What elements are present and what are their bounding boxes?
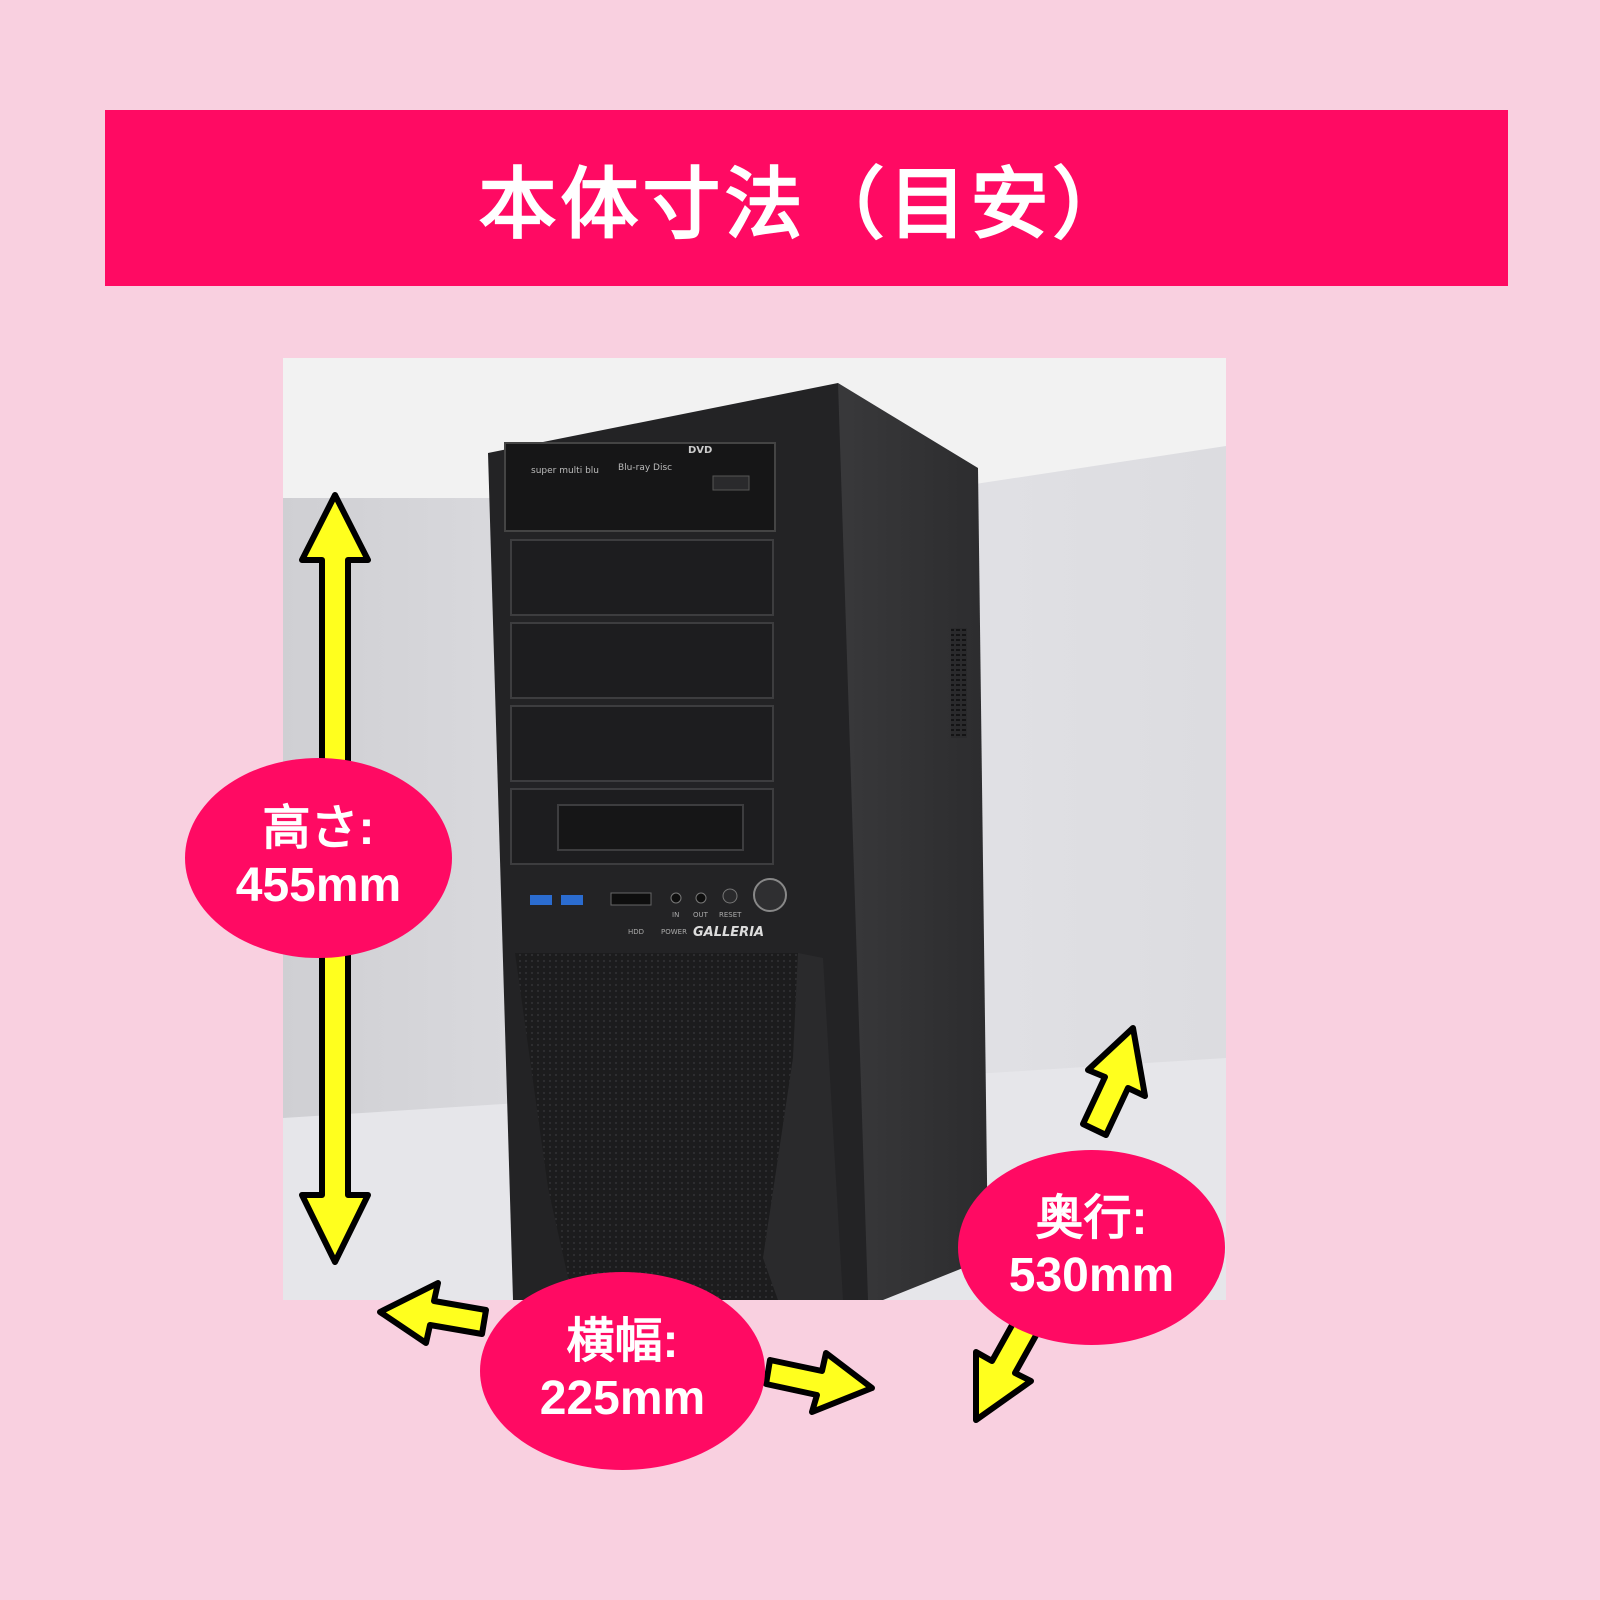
drive-label-multi: super multi blu: [531, 466, 599, 476]
product-photo: super multi blu Blu-ray Disc DVD IN OUT …: [283, 358, 1226, 1300]
drive-label-bluray: Blu-ray Disc: [618, 463, 672, 473]
width-dimension-bubble: 横幅: 225mm: [480, 1272, 765, 1470]
title-banner: 本体寸法（目安）: [105, 110, 1508, 286]
front-io-power: POWER: [661, 928, 687, 936]
banner-title: 本体寸法（目安）: [478, 160, 1135, 250]
width-value: 225mm: [539, 1372, 706, 1425]
pc-tower-illustration: super multi blu Blu-ray Disc DVD IN OUT …: [283, 358, 1226, 1300]
width-label: 横幅:: [566, 1315, 679, 1369]
front-io-reset: RESET: [719, 911, 742, 919]
drive-label-dvd: DVD: [688, 445, 712, 456]
height-dimension-bubble: 高さ: 455mm: [185, 758, 452, 958]
width-arrow: [377, 1280, 875, 1415]
front-io-hdd: HDD: [628, 928, 644, 936]
front-io-in: IN: [672, 911, 679, 919]
height-label: 高さ:: [262, 802, 375, 856]
depth-label: 奥行:: [1035, 1191, 1148, 1245]
depth-value: 530mm: [1008, 1248, 1175, 1302]
depth-dimension-bubble: 奥行: 530mm: [958, 1150, 1225, 1345]
height-value: 455mm: [235, 859, 402, 912]
front-io-out: OUT: [693, 911, 709, 919]
brand-logo: GALLERIA: [693, 925, 764, 940]
